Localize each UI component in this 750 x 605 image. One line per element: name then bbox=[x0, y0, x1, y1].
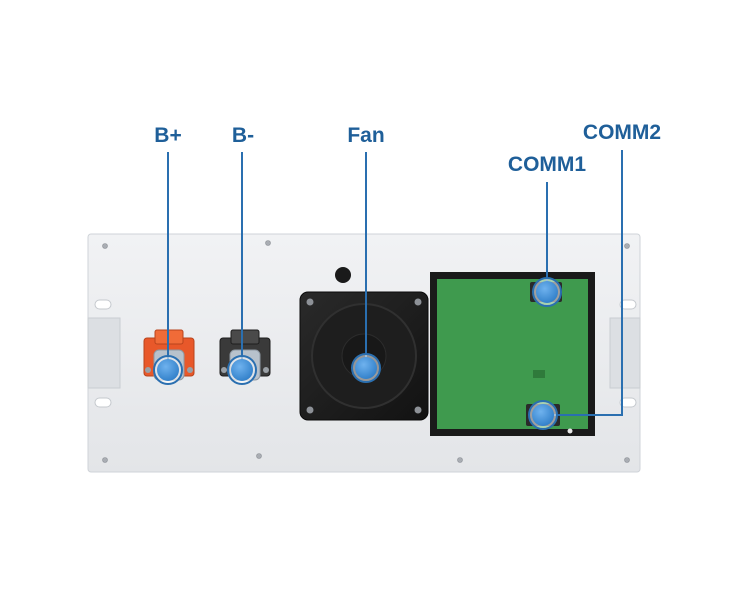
callout-marker-comm1 bbox=[536, 281, 558, 303]
screw bbox=[624, 243, 630, 249]
mount-slot bbox=[619, 299, 637, 310]
screw bbox=[624, 457, 630, 463]
callout-line-comm2 bbox=[543, 150, 623, 416]
board-chip bbox=[533, 370, 545, 378]
terminal-bolt bbox=[221, 367, 227, 373]
terminal-bolt bbox=[263, 367, 269, 373]
panel-hole bbox=[335, 267, 351, 283]
callout-marker-comm2 bbox=[532, 404, 554, 426]
terminal-bolt bbox=[145, 367, 151, 373]
fan-screw bbox=[306, 406, 314, 414]
mount-slot bbox=[94, 299, 112, 310]
callout-label-comm2: COMM2 bbox=[582, 121, 662, 144]
terminal-bolt bbox=[187, 367, 193, 373]
screw bbox=[265, 240, 271, 246]
callout-marker-fan bbox=[355, 357, 377, 379]
board-led bbox=[567, 428, 573, 434]
right-flange bbox=[609, 317, 641, 389]
terminal-top bbox=[230, 329, 260, 345]
screw bbox=[256, 453, 262, 459]
callout-marker-b-minus bbox=[231, 359, 253, 381]
callout-label-b-minus: B- bbox=[231, 124, 255, 147]
fan-screw bbox=[414, 298, 422, 306]
fan-screw bbox=[414, 406, 422, 414]
screw bbox=[102, 457, 108, 463]
callout-marker-b-plus bbox=[157, 359, 179, 381]
callout-label-fan: Fan bbox=[347, 124, 385, 147]
callout-label-comm1: COMM1 bbox=[507, 153, 587, 176]
comm-board bbox=[430, 272, 595, 436]
board-pcb bbox=[437, 279, 588, 429]
screw bbox=[102, 243, 108, 249]
fan-screw bbox=[306, 298, 314, 306]
screw bbox=[457, 457, 463, 463]
mount-slot bbox=[94, 397, 112, 408]
panel-screws bbox=[102, 240, 630, 463]
left-flange bbox=[87, 317, 121, 389]
callout-label-b-plus: B+ bbox=[154, 124, 182, 147]
mount-slot bbox=[619, 397, 637, 408]
callouts bbox=[153, 150, 623, 430]
